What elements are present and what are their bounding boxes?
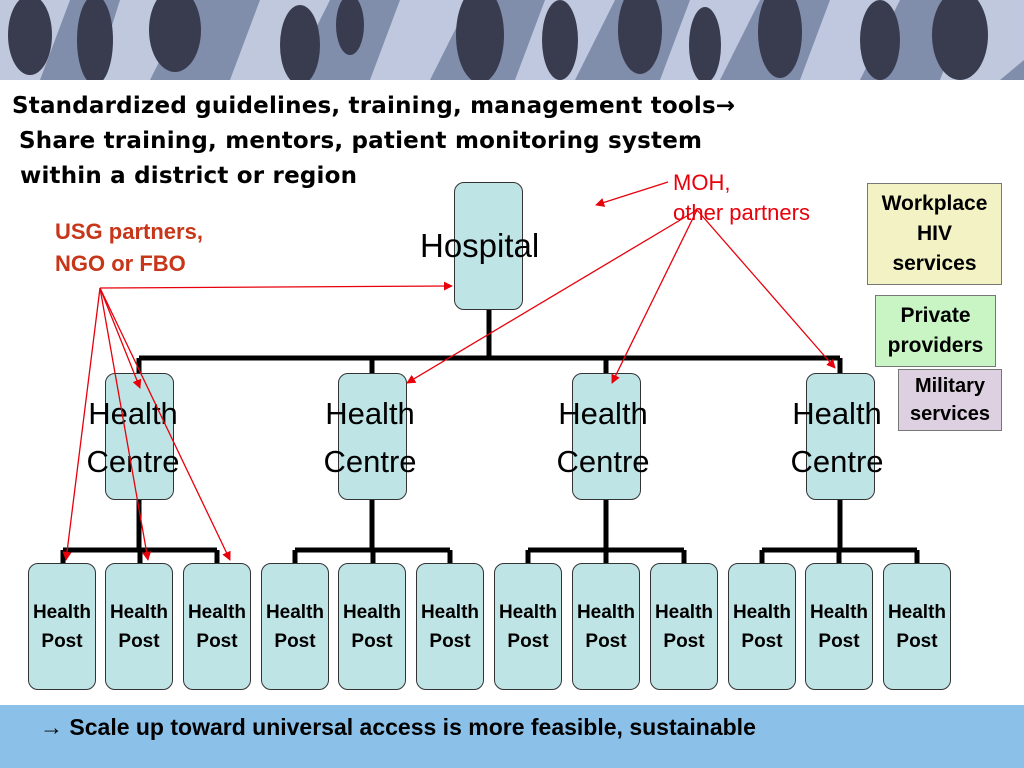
headline-line-3: within a district or region [20,163,358,189]
health-post-label: Health Post [654,601,714,652]
health-post-box: Health Post [650,563,718,690]
health-centre-label: Health Centre [86,396,180,479]
health-post-box: Health Post [805,563,873,690]
health-post-label: Health Post [187,601,247,652]
health-centre-box [806,373,875,500]
header-photo-banner [0,0,1024,80]
health-post-label: Health Post [32,601,92,652]
moh-to-health-centre-3-arrow [611,209,698,384]
footer-conclusion-text: → Scale up toward universal access is mo… [40,714,756,740]
health-post-box: Health Post [494,563,562,690]
hospital-box [454,182,523,310]
footer-bar [0,705,1024,768]
moh-to-health-centre-2-arrow [406,209,698,384]
health-centre-box [105,373,174,500]
health-post-box: Health Post [338,563,406,690]
health-post-box: Health Post [728,563,796,690]
crowd-photo-image [0,0,1024,80]
health-post-label: Health Post [420,601,480,652]
health-post-label: Health Post [265,601,325,652]
moh-partners-label: MOH, other partners [673,170,810,225]
usg-to-health-centre-arrow [99,287,142,389]
usg-to-health-post-2-arrow [99,287,152,561]
health-centre-box [338,373,407,500]
health-post-box: Health Post [105,563,173,690]
health-centre-label: Health Centre [790,396,884,479]
health-post-label: Health Post [498,601,558,652]
private-providers-box: Private providers [875,295,996,367]
health-centre-box [572,373,641,500]
usg-to-health-post-1-arrow [62,287,101,561]
health-centre-label: Health Centre [556,396,650,479]
health-post-label: Health Post [887,601,947,652]
health-post-label: Health Post [342,601,402,652]
headline-line-1: Standardized guidelines, training, manag… [12,93,736,119]
health-post-box: Health Post [572,563,640,690]
health-post-box: Health Post [261,563,329,690]
military-services-box: Military services [898,369,1002,431]
health-post-box: Health Post [416,563,484,690]
hospital-label: Hospital [420,227,540,264]
health-post-box: Health Post [183,563,251,690]
moh-to-health-centre-4-arrow [696,209,836,369]
usg-partners-label: USG partners, NGO or FBO [55,219,203,276]
health-centre-label: Health Centre [323,396,417,479]
health-post-box: Health Post [883,563,951,690]
health-post-label: Health Post [732,601,792,652]
headline-line-2: Share training, mentors, patient monitor… [19,128,703,154]
usg-to-hospital-arrow [99,281,453,291]
moh-to-hospital-arrow [595,181,669,207]
health-post-label: Health Post [109,601,169,652]
health-post-label: Health Post [576,601,636,652]
health-post-label: Health Post [809,601,869,652]
health-post-box: Health Post [28,563,96,690]
workplace-hiv-services-box: Workplace HIV services [867,183,1002,285]
usg-to-health-post-3-arrow [99,287,231,561]
